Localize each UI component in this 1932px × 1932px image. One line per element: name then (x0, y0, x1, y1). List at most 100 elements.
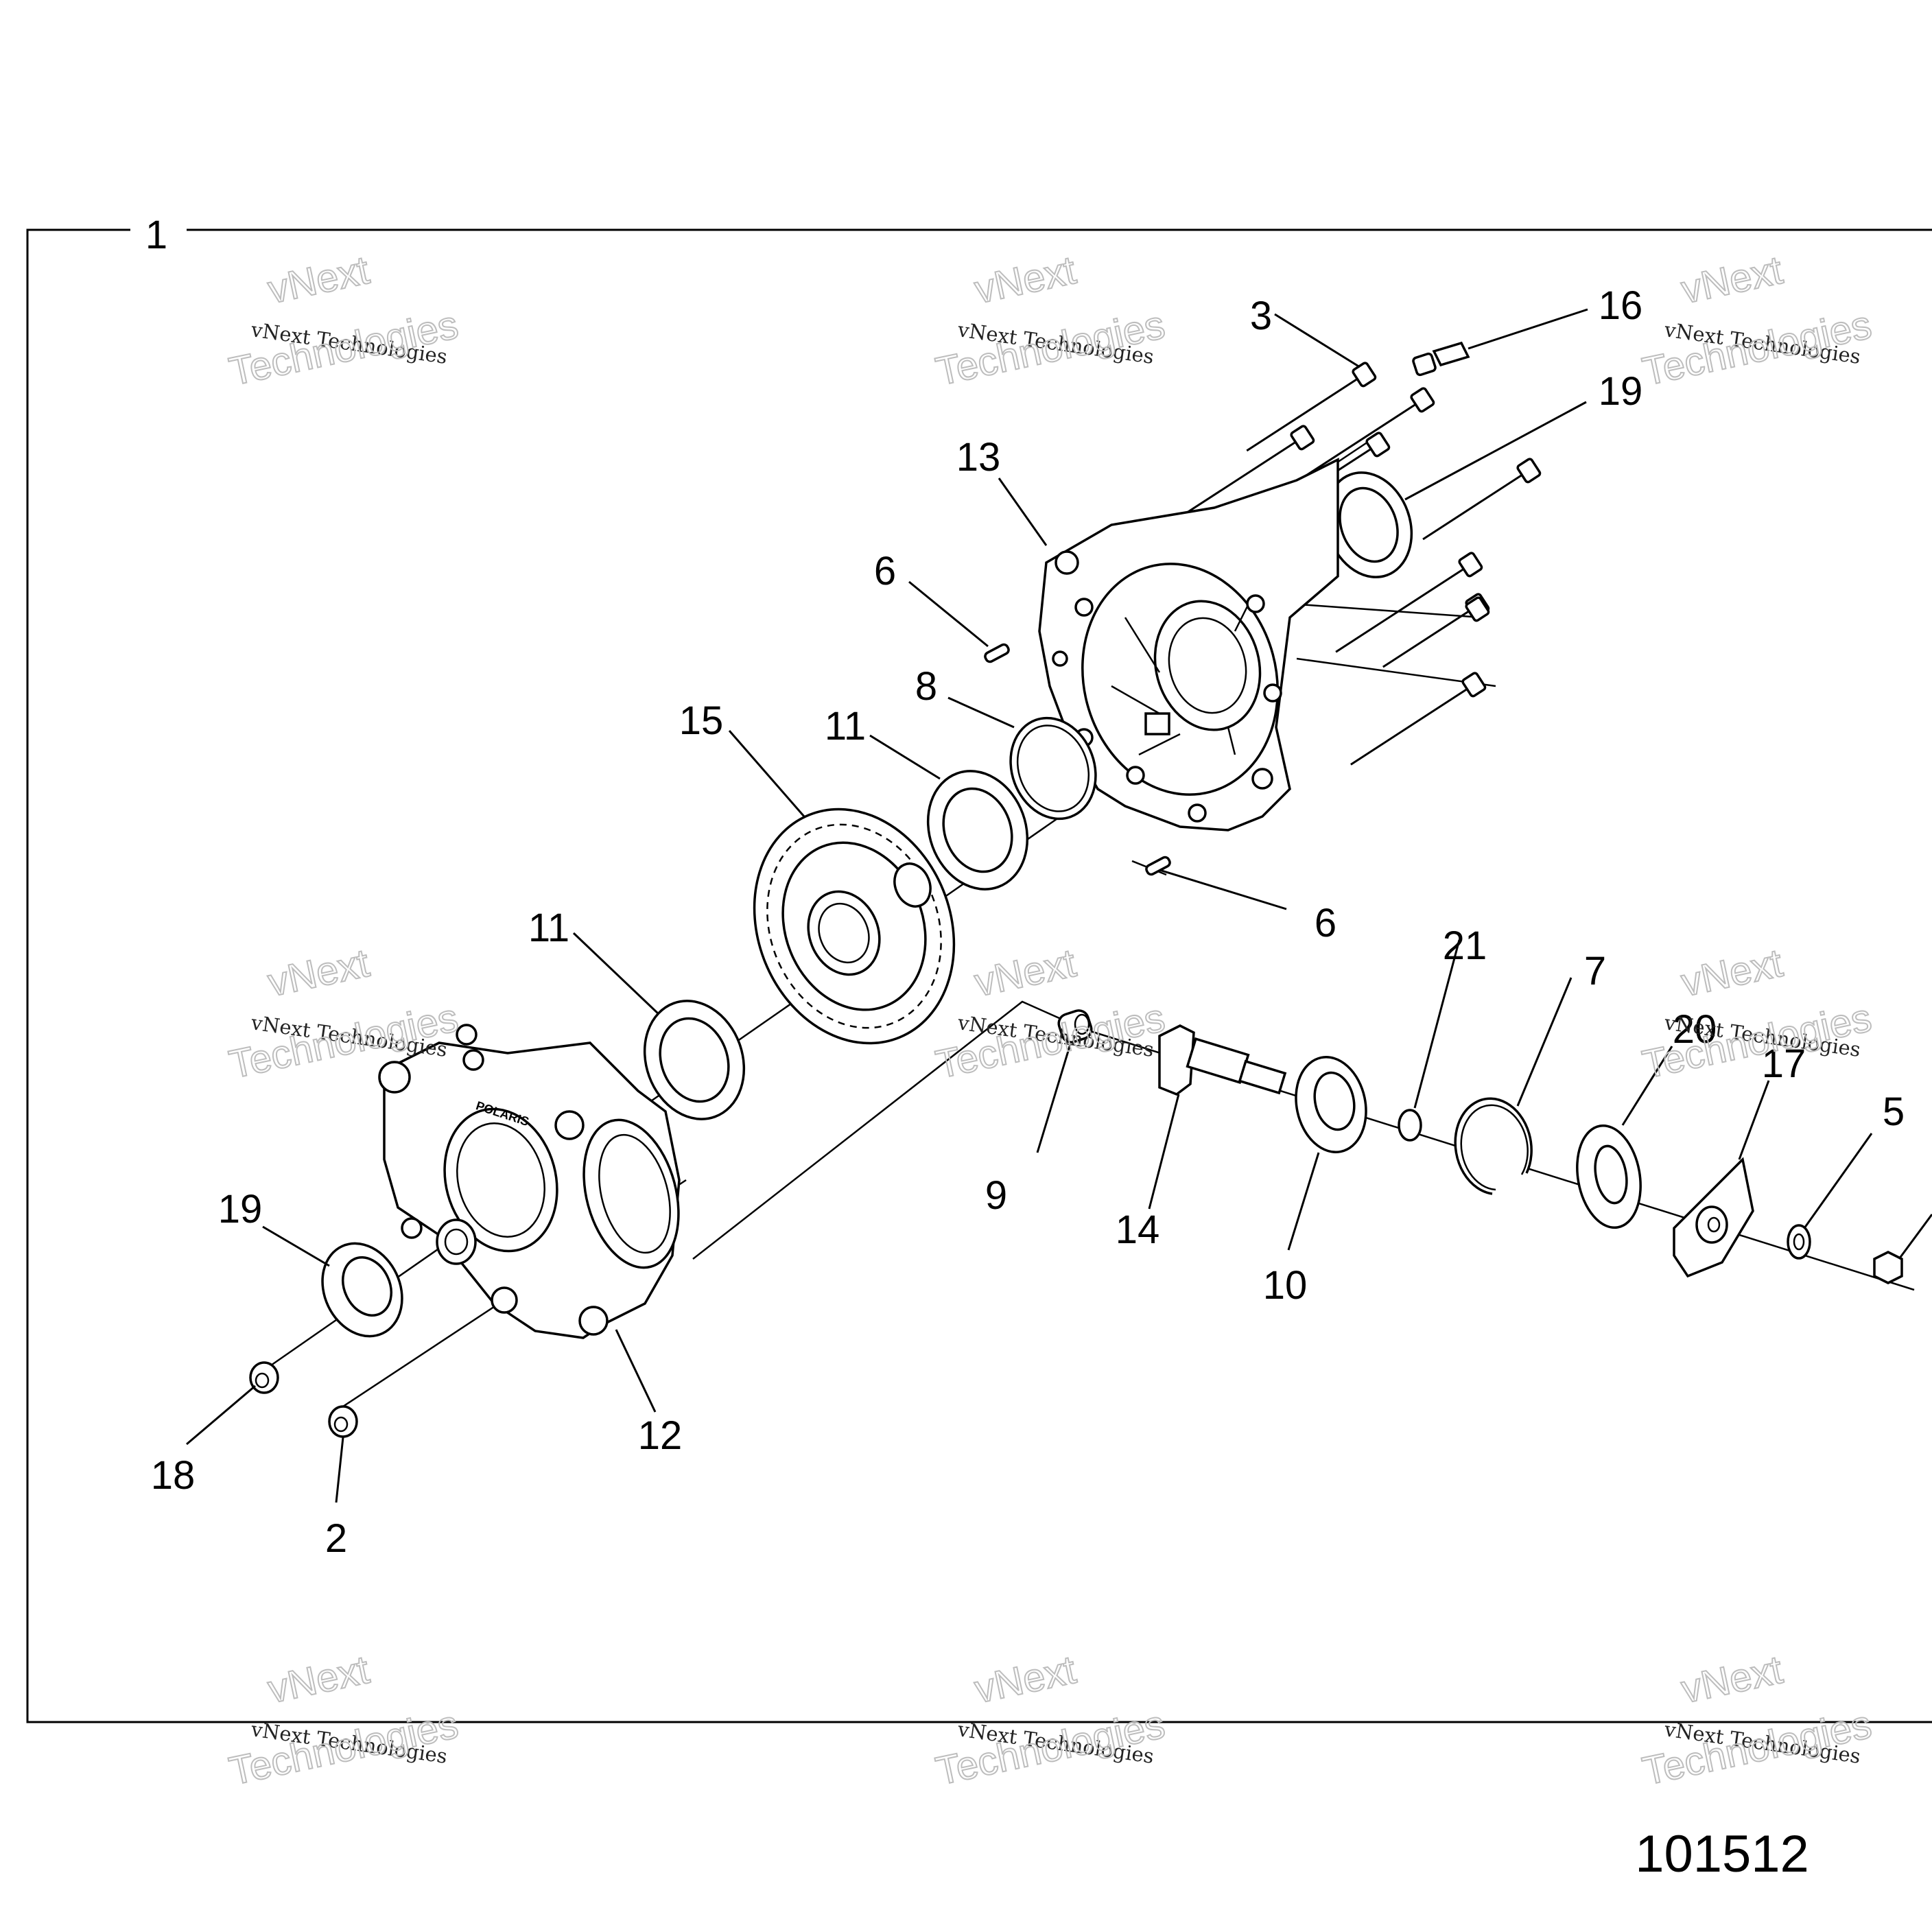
leader-nut (1898, 1214, 1932, 1260)
bolt (1422, 458, 1542, 541)
leader-15 (728, 730, 805, 817)
leader-lines (186, 308, 1932, 1503)
callout-10: 10 (1263, 1263, 1308, 1308)
svg-text:Technologies: Technologies (932, 303, 1169, 394)
drawing-number: 101512 (1635, 1825, 1809, 1883)
bolt (1246, 362, 1377, 452)
bolt (1465, 596, 1490, 622)
housing-boss (1144, 712, 1170, 735)
svg-text:Technologies: Technologies (1639, 1702, 1876, 1794)
callout-18: 18 (151, 1453, 196, 1498)
oil-seal-lower (321, 1242, 403, 1338)
watermarks: vNext Technologies vNext Technologies vN… (225, 247, 1876, 1795)
svg-text:vNext: vNext (1677, 941, 1787, 1005)
leader-9 (1036, 1044, 1072, 1153)
upper-housing (1038, 458, 1339, 832)
fill-plug (249, 1361, 279, 1394)
svg-text:vNext: vNext (971, 248, 1080, 312)
callout-19-upper: 19 (1599, 369, 1643, 414)
bolt (1335, 552, 1483, 653)
breather-fitting (1412, 341, 1470, 377)
assembly-frame: 1 (26, 213, 1932, 1723)
leader-2 (335, 1437, 344, 1503)
svg-text:vNext: vNext (264, 941, 373, 1005)
leader-21 (1413, 939, 1461, 1109)
callout-13: 13 (956, 435, 1001, 480)
leader-20 (1621, 1046, 1673, 1126)
svg-text:vNext: vNext (971, 941, 1080, 1005)
watermark: vNext Technologies vNext Technologies (1638, 247, 1876, 395)
pinion-shaft (1158, 1024, 1287, 1096)
leader-11-upper (869, 734, 941, 780)
bearing-upper (926, 770, 1029, 891)
callout-17: 17 (1762, 1041, 1806, 1086)
bolt-guide-1 (1289, 602, 1483, 619)
flange-nut (1873, 1251, 1903, 1284)
small-o-ring (1398, 1109, 1422, 1142)
watermark: vNext Technologies vNext Technologies (1638, 940, 1876, 1088)
watermark: vNext Technologies vNext Technologies (932, 1647, 1170, 1795)
watermark: vNext Technologies vNext Technologies (932, 247, 1170, 395)
callouts: 3 16 19 13 6 8 11 15 6 21 7 20 17 5 11 9… (151, 283, 1905, 1561)
svg-text:vNext: vNext (264, 248, 373, 312)
pinion-seal (1576, 1124, 1642, 1229)
callout-19-lower: 19 (218, 1187, 263, 1232)
leader-14 (1148, 1094, 1180, 1210)
watermark: vNext Technologies vNext Technologies (225, 1647, 463, 1795)
svg-text:Technologies: Technologies (932, 996, 1169, 1087)
callout-6-upper: 6 (874, 549, 896, 593)
leader-6-lower (1159, 869, 1287, 910)
snap-ring (1454, 1097, 1533, 1195)
leader-8 (947, 696, 1015, 729)
o-ring (1009, 716, 1097, 821)
pinion-bearing (1295, 1055, 1367, 1154)
svg-text:Technologies: Technologies (226, 1702, 462, 1794)
leader-18 (186, 1385, 256, 1446)
svg-text:Technologies: Technologies (226, 303, 462, 394)
leader-5 (1803, 1133, 1873, 1229)
svg-text:vNext: vNext (971, 1647, 1080, 1712)
svg-text:Technologies: Technologies (1639, 303, 1876, 394)
assembly-label: 1 (145, 213, 167, 257)
watermark: vNext Technologies vNext Technologies (1638, 1647, 1876, 1795)
oil-seal-upper (1324, 471, 1413, 578)
pinion-flange (1673, 1157, 1754, 1278)
leader-3 (1274, 313, 1360, 368)
dowel-pin-upper (984, 643, 1010, 663)
drain-plug (328, 1405, 358, 1438)
leader-17 (1738, 1080, 1770, 1160)
callout-3: 3 (1250, 294, 1272, 338)
callout-7: 7 (1584, 949, 1606, 993)
leader-19-upper (1404, 401, 1587, 501)
callout-9: 9 (985, 1173, 1007, 1218)
callout-6-lower: 6 (1315, 901, 1336, 945)
frame-left-bottom (26, 228, 1932, 1723)
svg-text:vNext: vNext (264, 1647, 373, 1712)
leader-7 (1516, 977, 1572, 1107)
svg-text:vNext: vNext (1677, 1647, 1787, 1712)
callout-16: 16 (1599, 283, 1643, 328)
callout-2: 2 (325, 1516, 347, 1561)
callout-21: 21 (1443, 923, 1487, 968)
callout-11-lower: 11 (528, 906, 569, 950)
callout-12: 12 (638, 1413, 683, 1458)
watermark: vNext Technologies vNext Technologies (225, 247, 463, 395)
callout-5: 5 (1883, 1089, 1905, 1134)
leader-11-lower (572, 932, 660, 1015)
bearing-lower (643, 1000, 746, 1120)
leader-19-lower (262, 1225, 330, 1267)
svg-text:Technologies: Technologies (932, 1702, 1169, 1794)
bolt (1184, 425, 1315, 515)
washer (1787, 1224, 1811, 1260)
callout-20: 20 (1673, 1007, 1717, 1052)
callout-14: 14 (1116, 1208, 1160, 1252)
ring-gear (753, 808, 956, 1045)
callout-8: 8 (915, 664, 937, 709)
leader-13 (998, 478, 1048, 546)
lower-housing: POLARIS (378, 1024, 681, 1339)
callout-11-upper: 11 (825, 704, 866, 749)
callout-15: 15 (679, 698, 724, 743)
needle-bearing (1057, 1009, 1093, 1044)
